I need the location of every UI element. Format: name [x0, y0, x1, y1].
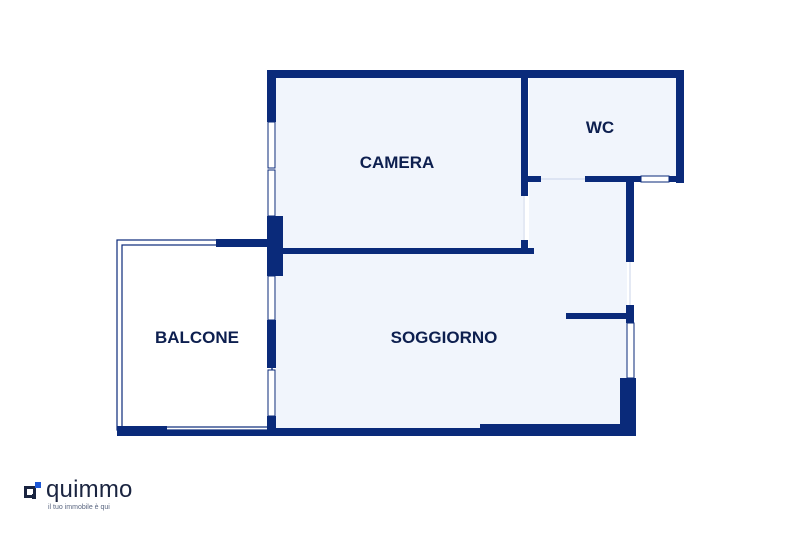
brand-tagline: il tuo immobile è qui — [48, 504, 110, 511]
wall-wc-right — [676, 70, 684, 183]
room-label-soggiorno: SOGGIORNO — [391, 328, 498, 347]
wall-left-bottom — [267, 416, 276, 436]
quimmo-logo-icon — [24, 482, 42, 500]
wall-right-upper — [626, 176, 634, 262]
wall-bottom-balcony — [117, 426, 167, 436]
window-soggiorno-right — [626, 322, 635, 379]
room-label-wc: WC — [586, 118, 614, 137]
wall-left-upper — [267, 70, 276, 122]
window-camera-1 — [267, 121, 276, 169]
wall-camera-wc — [521, 70, 528, 196]
wall-left-lower — [267, 320, 276, 368]
wall-camera-soggiorno — [276, 248, 534, 254]
wc-floor — [529, 77, 677, 176]
wall-right-lower — [620, 378, 636, 436]
soggiorno-floor — [276, 254, 627, 428]
wall-wc-bottom-right — [585, 176, 684, 182]
wall-wc-bottom-left — [523, 176, 541, 182]
wall-top — [267, 70, 684, 78]
wall-stub — [566, 313, 634, 319]
window-soggiorno-1 — [267, 275, 276, 321]
wall-bottom-right — [480, 424, 636, 436]
wall-balcony-top — [216, 239, 276, 247]
wall-bottom-balcony-2 — [167, 430, 267, 436]
window-camera-2 — [267, 169, 276, 217]
walls — [117, 70, 684, 436]
room-label-camera: CAMERA — [360, 153, 435, 172]
door-openings — [523, 178, 631, 305]
window-wc — [640, 175, 670, 183]
wall-camera-jamb — [521, 240, 528, 254]
camera-floor — [276, 77, 523, 248]
wall-bottom-mid — [267, 428, 480, 436]
window-soggiorno-2 — [267, 369, 276, 417]
hall-floor — [529, 176, 627, 256]
floor-areas — [276, 77, 677, 428]
room-label-balcone: BALCONE — [155, 328, 239, 347]
brand-name: quimmo — [46, 476, 133, 503]
windows — [267, 121, 670, 417]
brand-logo: quimmo il tuo immobile è qui — [24, 478, 133, 511]
